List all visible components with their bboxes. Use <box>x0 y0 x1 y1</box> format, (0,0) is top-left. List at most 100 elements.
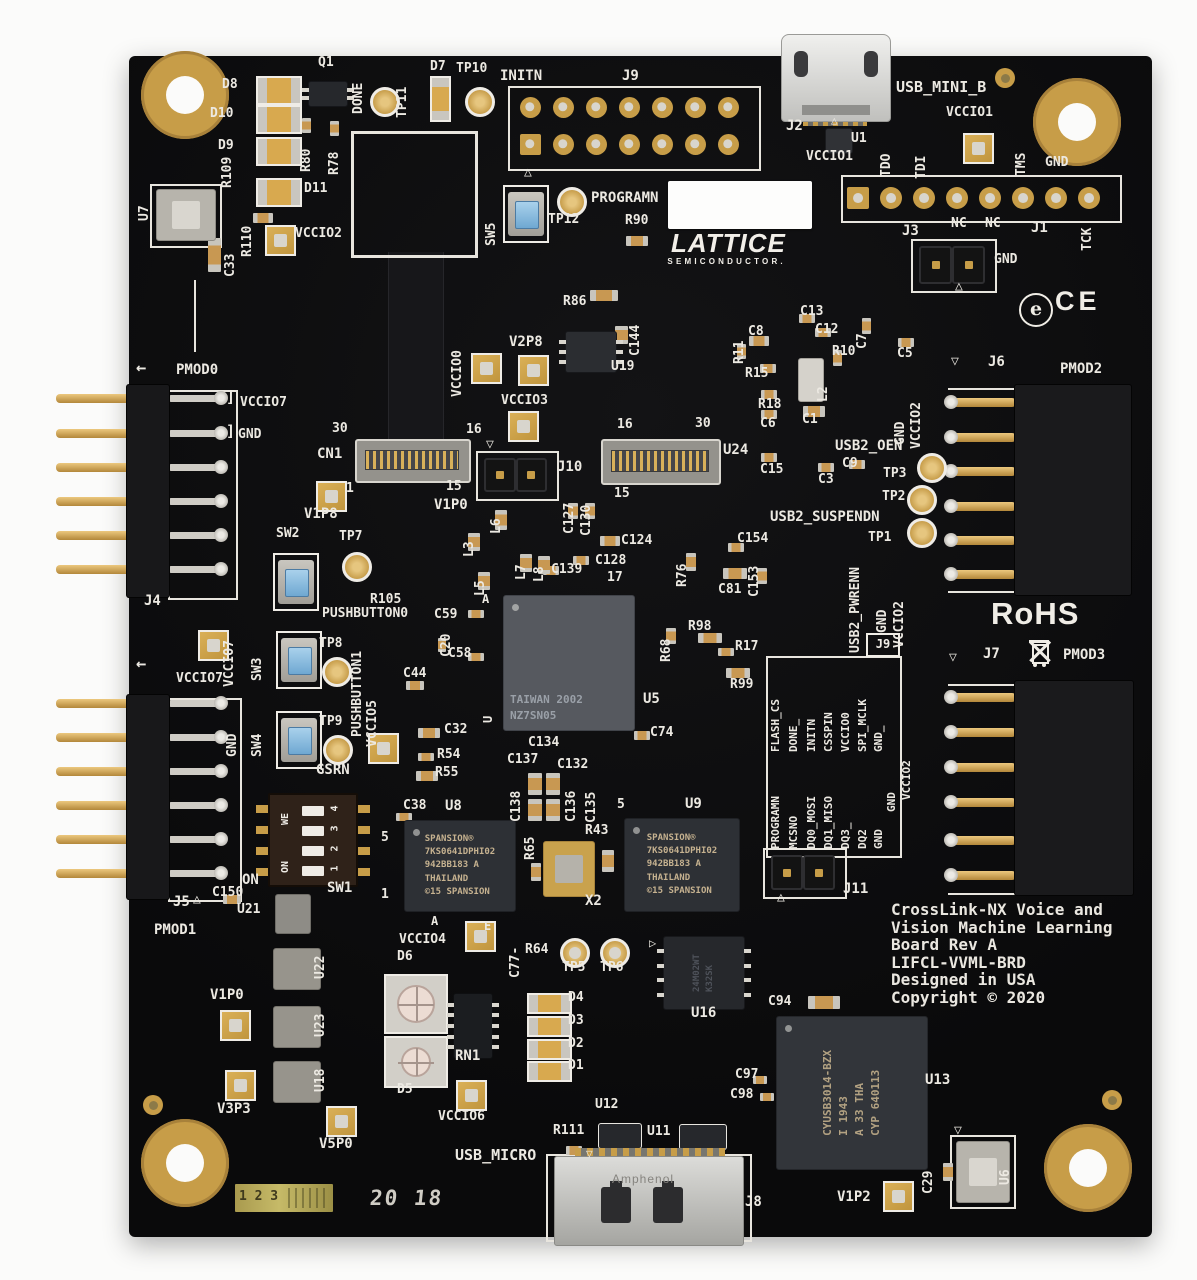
led <box>256 76 302 105</box>
silkscreen-label: C144 <box>628 324 643 356</box>
header-pin-hole <box>657 139 667 149</box>
pin1-dot <box>512 604 519 611</box>
usb-connector-brand: Amphenol <box>612 1172 675 1186</box>
rgb-led <box>384 1036 448 1088</box>
silkscreen-label: U24 <box>723 442 749 458</box>
test-pad-center <box>474 930 487 943</box>
silkscreen-label: U7 <box>137 205 152 221</box>
silkscreen-label: C74 <box>650 725 674 740</box>
silkscreen-label: 17 <box>607 570 623 585</box>
pmod-pin-tail <box>168 395 220 402</box>
smd-passive <box>760 364 776 373</box>
led <box>430 76 451 122</box>
silkscreen-label: C38 <box>403 798 427 813</box>
chip-u7 <box>156 189 216 241</box>
silkscreen-label: R55 <box>435 765 459 780</box>
header-pin-hole <box>853 193 863 203</box>
pmod-pin-tail <box>168 870 220 877</box>
pmod-pin-tail <box>168 430 220 437</box>
silkscreen-label: J5 <box>173 894 190 910</box>
silkscreen-label: D5 <box>397 1082 413 1097</box>
silkscreen-label: C150 <box>212 885 244 900</box>
silkscreen-label: R110 <box>240 225 255 257</box>
header-pin-pad <box>913 187 935 209</box>
chip-u12 <box>598 1123 642 1149</box>
silkscreen-label: V5P0 <box>319 1136 353 1152</box>
test-pad-center <box>234 1079 247 1092</box>
blank-label-sticker <box>668 181 812 229</box>
usb-mini-lip <box>802 105 870 115</box>
silkscreen-label: GND <box>885 792 898 812</box>
smd-passive <box>538 556 550 574</box>
pmod-pin-tail <box>168 734 220 741</box>
header-pin-pad <box>519 133 541 155</box>
connector-cn1 <box>355 439 471 483</box>
smd-passive <box>815 328 831 337</box>
pmod-body-j5 <box>126 694 170 900</box>
silkscreen-label: Q1 <box>318 55 334 70</box>
silkscreen-label: L3 <box>462 541 477 557</box>
silkscreen-label: TP1 <box>868 530 892 545</box>
silkscreen-label: DQ0_MOSI <box>805 796 818 849</box>
rohs-mark: RoHS <box>991 596 1080 631</box>
silkscreen-wline <box>948 893 1016 895</box>
chip-u8: SPANSION® 7KS0641DPHI02 942BB183 A THAIL… <box>404 820 516 912</box>
led <box>527 1039 572 1060</box>
header-pin-pad <box>585 133 607 155</box>
silkscreen-label: 15 <box>614 486 630 501</box>
silkscreen-label: TP12 <box>548 212 580 227</box>
button-cap <box>285 569 309 597</box>
pmod-pin-gold <box>56 463 168 472</box>
pmod-pin-solder <box>214 696 228 710</box>
pmod-pin-solder <box>944 499 958 513</box>
silkscreen-label: C3 <box>818 472 834 487</box>
silkscreen-wline <box>948 388 1016 390</box>
pmod-pin-solder <box>944 567 958 581</box>
smd-passive <box>418 753 434 761</box>
smd-passive <box>862 318 871 334</box>
lattice-logo: LATTICE SEMICONDUCTOR. <box>666 228 786 266</box>
silkscreen-label: C6 <box>760 416 776 431</box>
pmod-pin-gold <box>952 763 1016 772</box>
silkscreen-label: U23 <box>313 1013 328 1037</box>
silkscreen-label: ] <box>226 422 236 440</box>
silkscreen-label: R54 <box>437 747 461 762</box>
mounting-hole <box>1033 78 1121 166</box>
test-pad <box>518 355 549 386</box>
chip-marking: CYUSB3014-BZX I 1943 A 33 THA CYP 640113 <box>821 1049 882 1137</box>
silkscreen-label: MCSNO <box>787 815 800 849</box>
silkscreen-label: 1 <box>381 887 389 902</box>
silkscreen-label: 5 <box>617 797 625 812</box>
chip-u9: SPANSION® 7KS0641DPHI02 942BB183 A THAIL… <box>624 818 740 912</box>
test-pad <box>456 1080 487 1111</box>
usb-micro-key <box>662 1181 674 1193</box>
connector-pins <box>365 450 459 470</box>
silkscreen-label: D8 <box>222 77 238 92</box>
chip-u13: CYUSB3014-BZX I 1943 A 33 THA CYP 640113 <box>776 1016 928 1170</box>
header-pin-hole <box>525 102 535 112</box>
dip-number: 3 <box>329 825 341 832</box>
e-mark-icon: e <box>1019 293 1053 327</box>
silkscreen-label: 16 <box>617 417 633 432</box>
silkscreen-label: R105 <box>370 592 402 607</box>
silkscreen-label: DQ1_MISO <box>822 796 835 849</box>
smd-passive <box>330 121 339 136</box>
silkscreen-label: VCCIO2 <box>892 601 907 648</box>
smd-passive <box>718 648 734 656</box>
test-point <box>600 938 630 968</box>
silkscreen-label: U9 <box>685 796 702 812</box>
chip-u11 <box>679 1124 727 1150</box>
j9-legend-box-label: J9 <box>866 633 900 657</box>
silkscreen-label: D7 <box>430 59 446 74</box>
test-pad <box>471 353 502 384</box>
header-pin-pad <box>552 96 574 118</box>
silkscreen-label: C130 <box>579 504 594 536</box>
pmod-pin-solder <box>214 426 228 440</box>
silkscreen-label: ▽ <box>586 1147 593 1160</box>
header-pin-pad <box>651 133 673 155</box>
test-point <box>322 657 352 687</box>
chip-text: SPANSION® 7KS0641DPHI02 942BB183 A THAIL… <box>405 821 515 911</box>
silkscreen-label: D2 <box>568 1036 584 1051</box>
silkscreen-label: VCCIO7 <box>222 640 237 687</box>
header-pin-pad <box>847 187 869 209</box>
